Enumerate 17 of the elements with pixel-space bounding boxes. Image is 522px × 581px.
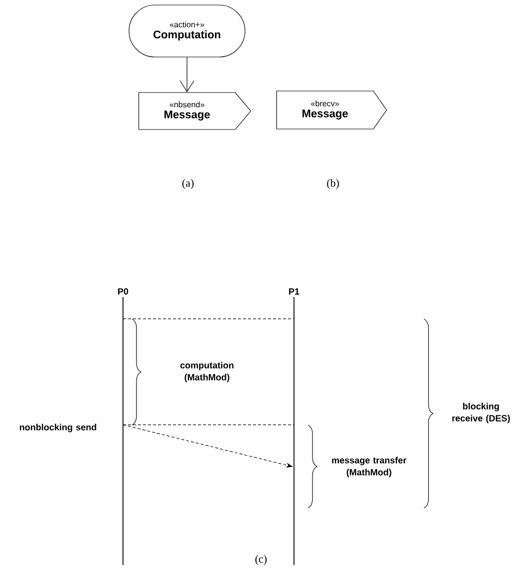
annotation: computation (MathMod) bbox=[180, 362, 234, 382]
annotation: nonblocking send bbox=[20, 424, 96, 432]
arrow bbox=[180, 57, 194, 92]
action-node: «action+» Computation bbox=[128, 4, 246, 58]
caption: (c) bbox=[255, 555, 267, 565]
annotation: message transfer (MathMod) bbox=[332, 456, 406, 478]
receive-signal-node: «brecv» Message bbox=[276, 90, 388, 130]
connector-line bbox=[122, 318, 294, 320]
node-label: P1 bbox=[289, 288, 300, 295]
caption: (a) bbox=[182, 179, 194, 189]
lifeline: P0 bbox=[118, 288, 128, 565]
annotation: blocking receive (DES) bbox=[452, 402, 510, 424]
connector-line bbox=[122, 424, 294, 426]
node-label: P0 bbox=[118, 288, 128, 295]
send-signal-node: «nbsend» Message bbox=[138, 92, 252, 130]
lifeline: P1 bbox=[289, 288, 300, 565]
caption: (b) bbox=[327, 179, 339, 189]
